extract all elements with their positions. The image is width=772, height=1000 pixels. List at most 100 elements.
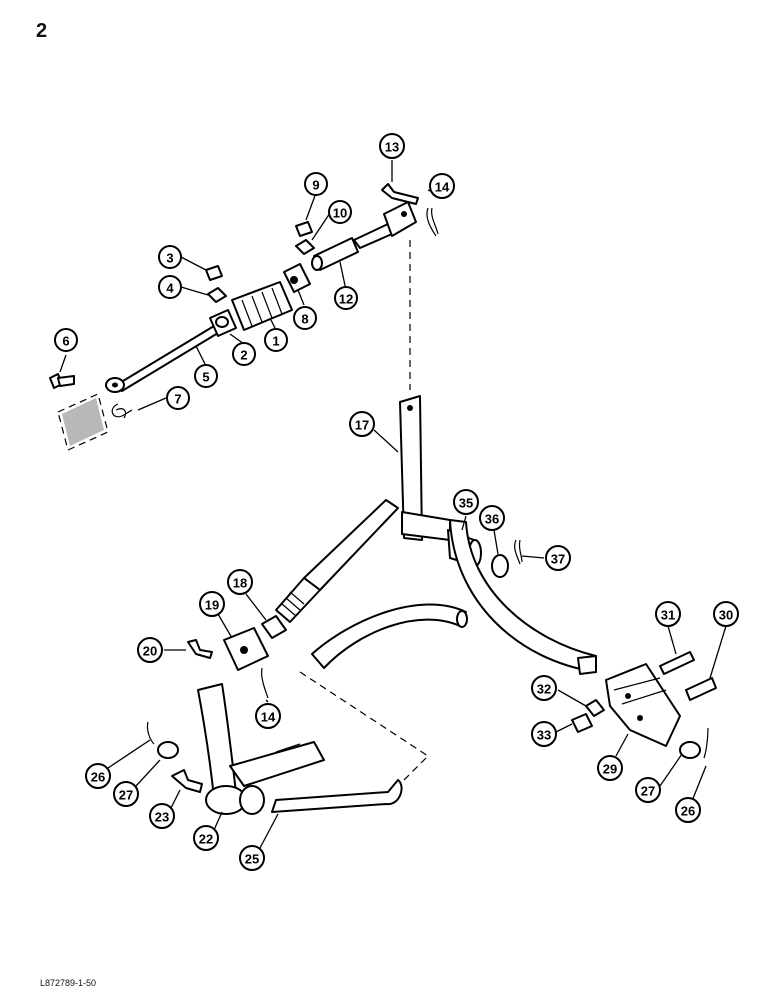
cotter-part-14-top (426, 207, 439, 237)
nut-part-33 (571, 713, 593, 733)
nut-part-4 (207, 287, 227, 303)
callout-36: 36 (479, 505, 505, 531)
pedal-pad-part-25 (271, 779, 403, 813)
svg-text:8: 8 (301, 312, 308, 327)
svg-text:27: 27 (641, 784, 655, 799)
upper-linkage-assembly (49, 183, 439, 451)
bolt-part-31 (659, 651, 695, 675)
bolt-part-9 (295, 221, 313, 237)
svg-text:26: 26 (91, 770, 105, 785)
svg-text:20: 20 (143, 644, 157, 659)
svg-text:17: 17 (355, 418, 369, 433)
callout-1: 1 (264, 328, 288, 352)
cotter-part-26-left (146, 721, 155, 745)
callout-30: 30 (713, 601, 739, 627)
svg-text:29: 29 (603, 762, 617, 777)
pedal-arm-part-17 (275, 395, 451, 623)
svg-text:1: 1 (272, 334, 279, 349)
leader-lines (59, 160, 727, 849)
svg-text:14: 14 (261, 710, 276, 725)
callout-13: 13 (379, 133, 405, 159)
swivel-part-2 (209, 309, 237, 337)
callout-32: 32 (531, 675, 557, 701)
nut-part-18 (261, 615, 287, 639)
callout-33: 33 (531, 721, 557, 747)
callout-19: 19 (199, 591, 225, 617)
nut-part-8 (283, 263, 311, 293)
svg-text:35: 35 (459, 496, 473, 511)
bolt-part-6 (49, 373, 75, 389)
callout-7: 7 (166, 386, 190, 410)
svg-text:18: 18 (233, 576, 247, 591)
svg-text:27: 27 (119, 788, 133, 803)
spring-part-1 (231, 281, 293, 331)
svg-text:22: 22 (199, 832, 213, 847)
svg-text:5: 5 (202, 370, 209, 385)
svg-text:13: 13 (385, 140, 399, 155)
nut-part-10 (295, 239, 315, 255)
callout-35: 35 (453, 489, 479, 515)
bolt-part-3 (205, 265, 223, 281)
svg-text:6: 6 (62, 334, 69, 349)
svg-text:30: 30 (719, 608, 733, 623)
callout-14-bottom: 14 (255, 703, 281, 729)
svg-text:3: 3 (166, 251, 173, 266)
cotter-part-14-bottom (261, 667, 269, 699)
svg-text:32: 32 (537, 682, 551, 697)
svg-text:31: 31 (661, 608, 675, 623)
svg-text:4: 4 (166, 281, 174, 296)
bolt-part-23 (171, 769, 203, 793)
callout-17: 17 (349, 411, 375, 437)
svg-text:37: 37 (551, 552, 565, 567)
callout-12: 12 (334, 286, 358, 310)
svg-text:10: 10 (333, 206, 347, 221)
callout-37: 37 (545, 545, 571, 571)
pin-part-20 (187, 639, 213, 659)
callout-18: 18 (227, 569, 253, 595)
svg-text:2: 2 (240, 348, 247, 363)
pivot-bracket-part-29 (605, 663, 681, 747)
callout-27-left: 27 (113, 781, 139, 807)
pin-part-13 (381, 183, 419, 205)
callout-8: 8 (293, 306, 317, 330)
svg-text:14: 14 (435, 180, 450, 195)
callout-23: 23 (149, 803, 175, 829)
nut-part-32 (585, 699, 605, 717)
bolt-part-30 (685, 677, 717, 701)
callout-26-left: 26 (85, 763, 111, 789)
callout-31: 31 (655, 601, 681, 627)
svg-text:23: 23 (155, 810, 169, 825)
svg-text:9: 9 (312, 178, 319, 193)
svg-text:7: 7 (174, 392, 181, 407)
clevis-rod (353, 201, 417, 249)
svg-text:36: 36 (485, 512, 499, 527)
callout-26-right: 26 (675, 797, 701, 823)
callout-4: 4 (158, 275, 182, 299)
brake-pedal-part-22 (197, 683, 325, 815)
callout-29: 29 (597, 755, 623, 781)
svg-text:25: 25 (245, 852, 259, 867)
callout-5: 5 (194, 364, 218, 388)
washer-part-27-left (157, 741, 179, 759)
cotter-part-26-right (703, 727, 709, 759)
lever-frame (299, 519, 597, 785)
callout-6: 6 (54, 328, 78, 352)
callout-20: 20 (137, 637, 163, 663)
callout-27-right: 27 (635, 777, 661, 803)
callout-3: 3 (158, 245, 182, 269)
pedal-bracket-plate (57, 393, 109, 451)
page-number: 2 (36, 20, 48, 42)
callouts: 13 14 9 10 3 4 12 8 1 2 5 6 7 17 35 36 3… (54, 133, 739, 871)
reference-code: L872789-1-50 (40, 978, 97, 988)
cotter-part-37 (514, 539, 523, 565)
callout-9: 9 (304, 172, 328, 196)
clip-part-7 (111, 403, 133, 419)
svg-text:26: 26 (681, 804, 695, 819)
callout-10: 10 (328, 200, 352, 224)
callout-22: 22 (193, 825, 219, 851)
washer-part-27-right (679, 741, 701, 759)
tube-part-12 (311, 237, 359, 271)
washer-part-36 (491, 554, 509, 578)
clevis-part-19 (223, 627, 269, 671)
